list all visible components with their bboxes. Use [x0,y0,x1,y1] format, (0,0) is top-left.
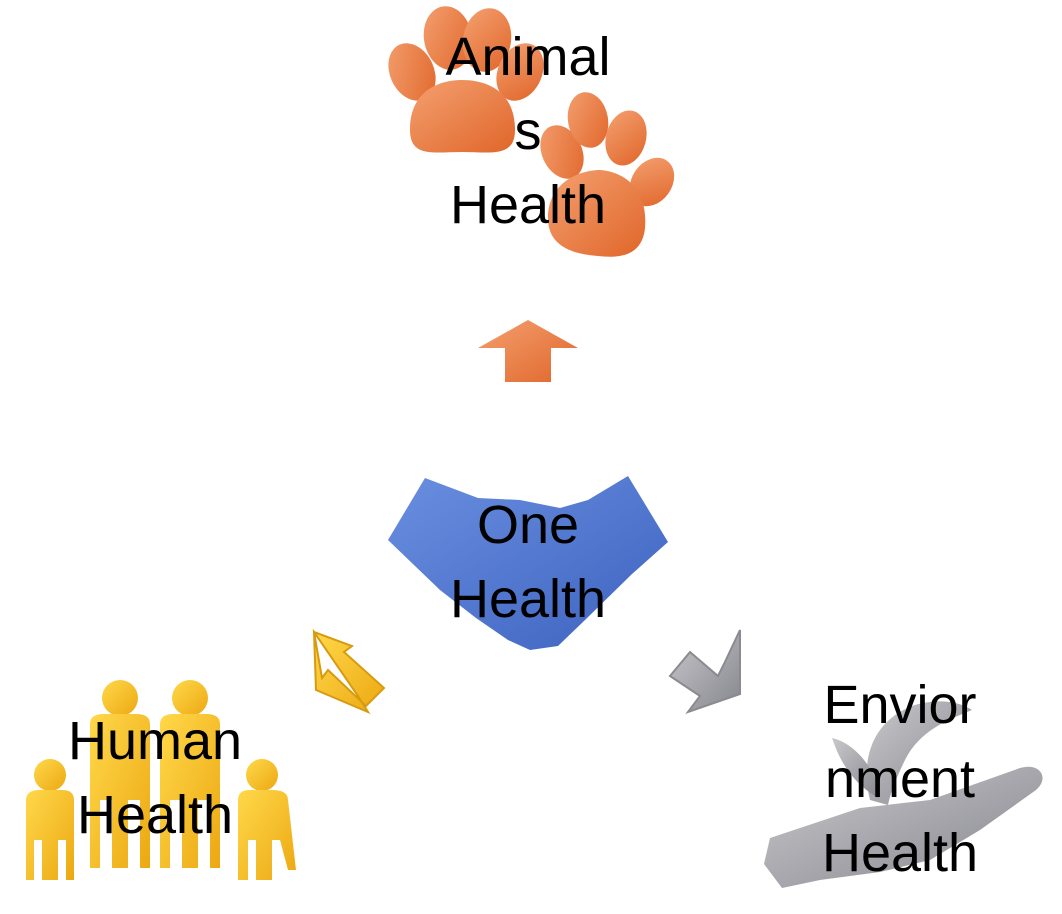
one-health-line-2: Health [449,569,607,629]
animals-health-line-2: s [514,101,542,161]
paw-prints-icon [388,6,675,257]
arrow-down-left-icon [312,628,386,715]
family-icon [26,680,296,880]
environment-health-label: Envior nment Health [760,668,1040,890]
human-health-line-1: Human [67,711,243,771]
one-health-label: One Health [388,488,668,636]
arrow-up-icon [478,320,578,382]
paw-print-lower [540,92,675,257]
hand-plant-icon [764,701,1043,888]
environment-health-line-3: Health [821,823,979,883]
handshake-icon [388,476,668,650]
animals-health-line-3: Health [449,175,607,235]
animals-health-label: Animal s Health [388,20,668,242]
animals-health-line-1: Animal [445,27,611,87]
environment-health-line-1: Envior [823,675,977,735]
environment-health-line-2: nment [824,749,976,809]
human-health-label: Human Health [10,704,300,852]
arrow-down-right-icon [668,629,741,715]
one-health-line-1: One [476,495,580,555]
human-health-line-2: Health [76,785,234,845]
paw-print-upper [388,6,544,153]
